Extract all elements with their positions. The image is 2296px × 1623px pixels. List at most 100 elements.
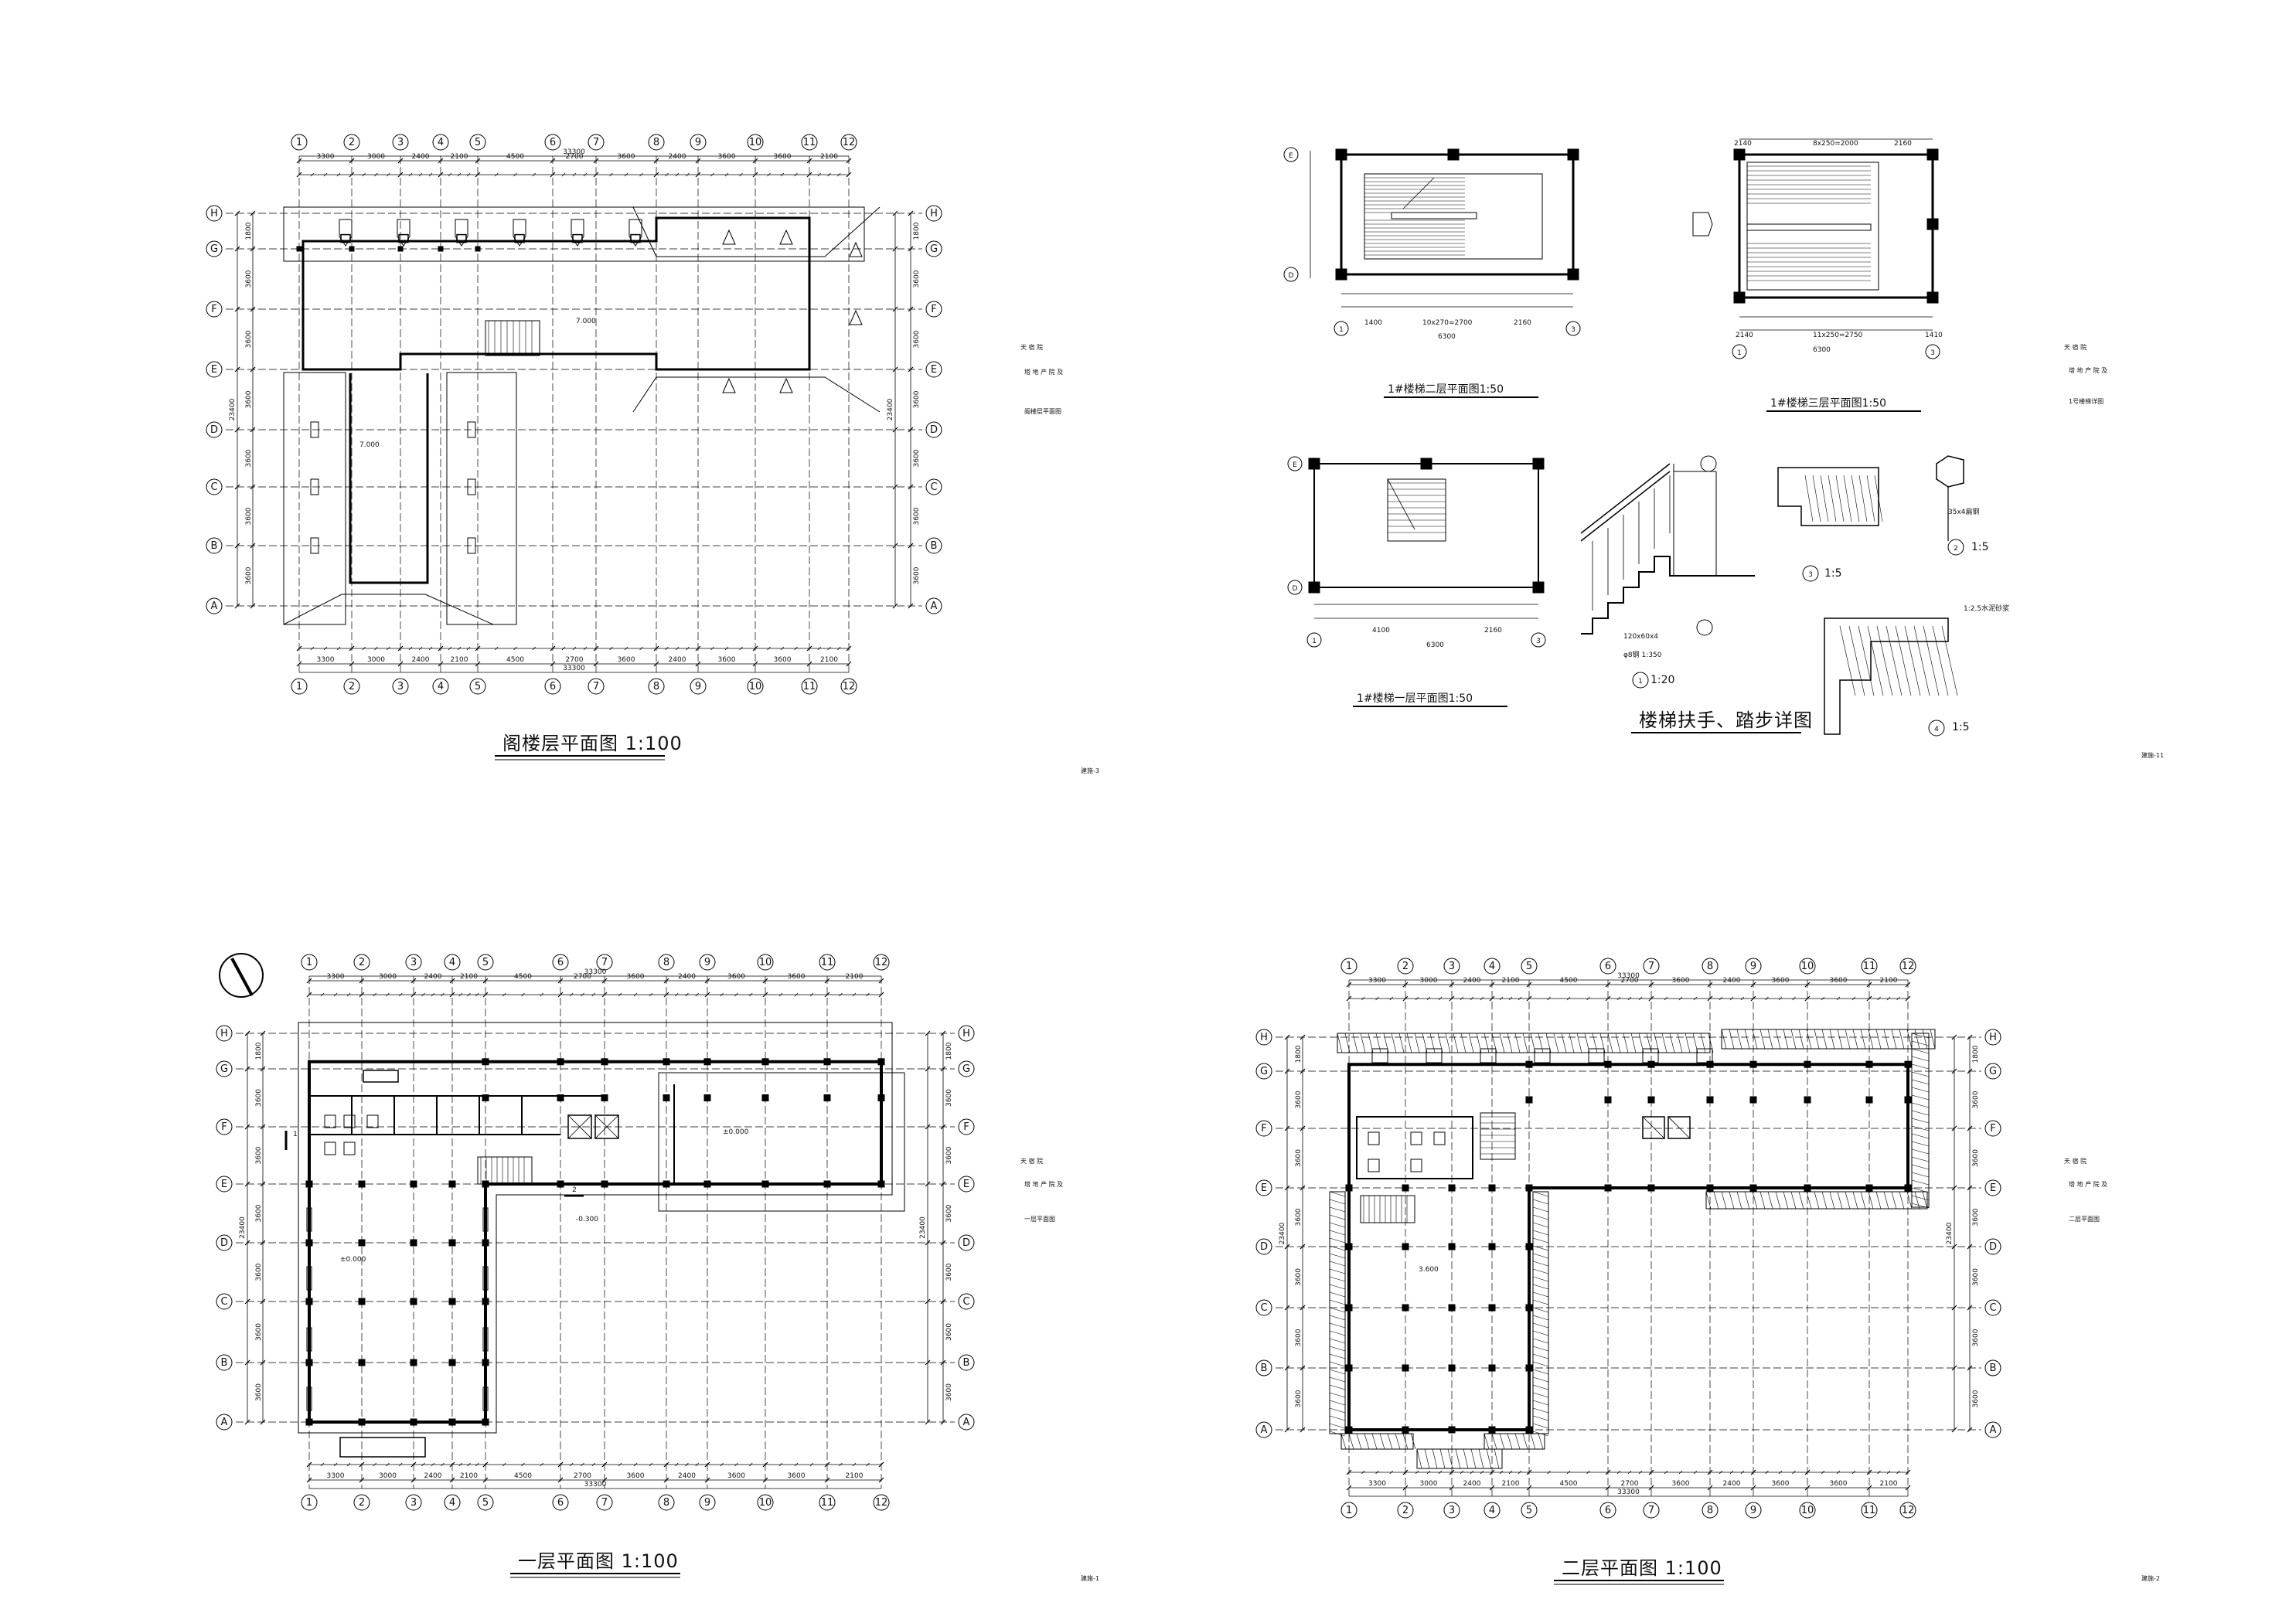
grid-number: 9	[695, 137, 701, 148]
svg-text:2160: 2160	[1894, 140, 1912, 148]
grid-number: 6	[550, 137, 556, 148]
bay-dimension: 3600	[788, 1472, 806, 1480]
grid-bubble	[588, 134, 605, 151]
bay-dimension: 4500	[514, 973, 532, 981]
detail-number: 2	[1954, 545, 1958, 553]
row-dimension: 3600	[245, 390, 253, 408]
grid-bubble	[1283, 147, 1299, 162]
grid-letter: C	[1260, 1302, 1267, 1314]
grid-letter: A	[1261, 1424, 1268, 1436]
grid-bubble	[544, 134, 561, 151]
grid-number: 10	[759, 1497, 772, 1509]
svg-text:1:2.5水泥砂浆: 1:2.5水泥砂浆	[1964, 604, 2009, 613]
grid-bubble	[216, 1118, 233, 1135]
bay-dimension: 3600	[1772, 1480, 1790, 1488]
bay-dimension: 3300	[1368, 977, 1386, 985]
bay-dimension: 2700	[566, 656, 584, 664]
grid-number: 3	[410, 957, 417, 968]
svg-text:35x4扁钢: 35x4扁钢	[1948, 507, 1980, 516]
grid-bubble	[206, 301, 223, 318]
grid-number: 7	[593, 681, 599, 692]
stair-plan-a: 1#楼梯二层平面图1:50 1400 10x270=2700 2160 6300	[1364, 319, 1538, 398]
floor2-level-mark: 3.600	[1419, 1266, 1439, 1274]
grid-bubble	[1984, 1238, 2001, 1255]
grid-bubble	[1255, 1238, 1272, 1255]
grid-letter: A	[1990, 1424, 1997, 1436]
grid-bubble	[958, 1060, 975, 1077]
row-dimension: 3600	[945, 1089, 953, 1107]
bay-dimension: 2100	[1502, 1480, 1520, 1488]
grid-number: 4	[1489, 961, 1495, 972]
grid-bubble	[1745, 1502, 1762, 1519]
roof-slope-arrow	[779, 229, 793, 245]
roof-slope-arrow	[849, 241, 863, 257]
grid-letter: H	[1989, 1032, 1997, 1043]
floor2-side-block: 天 宿 院 塔 地 产 院 及 二层平面图	[2064, 1157, 2107, 1223]
grid-letter: F	[1990, 1123, 1995, 1135]
grid-letter: B	[221, 1357, 228, 1369]
bay-dimension: 2100	[820, 656, 838, 664]
svg-text:塔 地 产 院 及: 塔 地 产 院 及	[2069, 366, 2107, 374]
total-depth-dimension: 23400	[919, 1216, 927, 1239]
grid-bubble	[819, 954, 836, 971]
svg-text:6300: 6300	[1813, 346, 1831, 354]
row-dimension: 1800	[913, 222, 921, 240]
svg-text:塔 地 产 院 及: 塔 地 产 院 及	[1024, 1180, 1063, 1188]
bay-dimension: 3300	[317, 656, 335, 664]
bay-dimension: 4500	[1560, 1480, 1578, 1488]
grid-letter: E	[963, 1179, 969, 1190]
grid-number: 3	[397, 681, 404, 692]
bay-dimension: 3600	[618, 153, 635, 161]
bay-dimension: 2400	[412, 656, 430, 664]
row-dimension: 3600	[945, 1263, 953, 1281]
detail-3-handrail: 3	[1777, 467, 1883, 582]
grid-number: 5	[1526, 1505, 1532, 1516]
grid-letter: B	[1261, 1363, 1268, 1374]
grid-number: 2	[1402, 1505, 1409, 1516]
grid-number: 1	[1339, 326, 1344, 334]
row-dimension: 1800	[1972, 1045, 1980, 1063]
svg-text:8x250=2000: 8x250=2000	[1813, 140, 1858, 148]
grid-letter: D	[1293, 585, 1298, 593]
detail-2-rail-profile: 2	[1936, 455, 1964, 556]
grid-bubble	[1984, 1029, 2001, 1046]
svg-text:1:5: 1:5	[1952, 721, 1970, 733]
grid-bubble	[596, 954, 613, 971]
grid-letter: A	[963, 1417, 970, 1428]
grid-letter: E	[221, 1179, 227, 1190]
grid-bubble	[873, 954, 890, 971]
grid-number: 6	[1605, 1505, 1611, 1516]
grid-number: 5	[482, 957, 489, 968]
grid-number: 2	[349, 681, 355, 692]
grid-number: 1	[1312, 638, 1317, 645]
bay-dimension: 3300	[327, 973, 345, 981]
bay-dimension: 2400	[678, 1472, 696, 1480]
grid-bubble	[291, 678, 308, 695]
bay-dimension: 2700	[1621, 1480, 1639, 1488]
grid-number: 12	[843, 137, 856, 148]
grid-number: 12	[875, 1497, 888, 1509]
grid-bubble	[1443, 958, 1460, 975]
svg-text:1:5: 1:5	[1824, 567, 1842, 580]
grid-letter: G	[962, 1063, 970, 1075]
grid-bubble	[216, 1176, 233, 1193]
grid-number: 9	[704, 957, 710, 968]
svg-text:塔 地 产 院 及: 塔 地 产 院 及	[2069, 1180, 2107, 1188]
grid-letter: E	[931, 364, 937, 376]
total-width-dimension: 33300	[584, 968, 607, 976]
total-width-dimension: 33300	[563, 148, 585, 156]
row-dimension: 3600	[255, 1089, 263, 1107]
grid-number: 1	[1346, 961, 1352, 972]
svg-text:2160: 2160	[1484, 627, 1502, 635]
grid-bubble	[206, 361, 223, 378]
grid-bubble	[1521, 1502, 1538, 1519]
grid-number: 1	[306, 1497, 312, 1509]
grid-bubble	[958, 1176, 975, 1193]
grid-number: 12	[875, 957, 888, 968]
row-dimension: 3600	[1972, 1091, 1980, 1108]
grid-bubble	[1899, 958, 1916, 975]
dormer	[339, 219, 353, 247]
grid-letter: C	[220, 1296, 227, 1308]
